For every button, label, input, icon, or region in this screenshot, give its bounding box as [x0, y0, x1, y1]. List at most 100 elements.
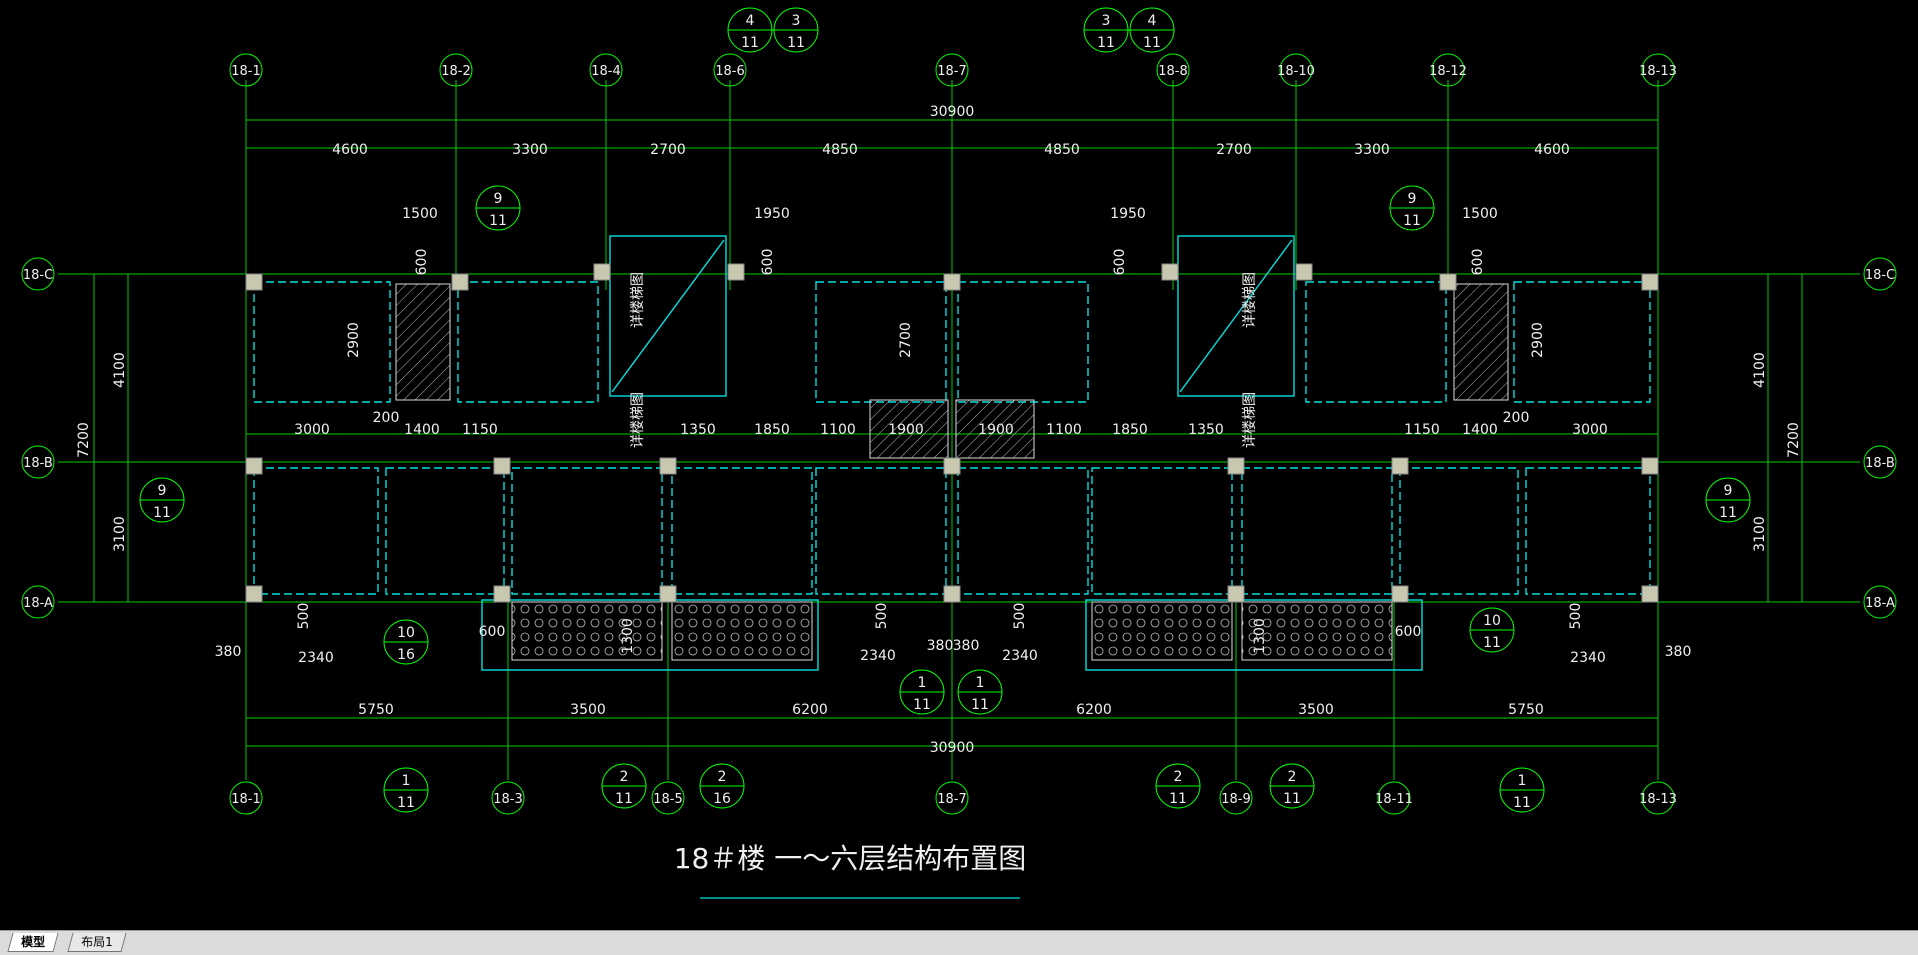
mid-dim: 1400 — [404, 422, 440, 438]
vertical-dims: 7200 4100 3100 7200 4100 3100 2900 2700 … — [76, 249, 1802, 654]
callout-sheet: 11 — [1097, 35, 1115, 51]
stair-label: 详楼梯图 — [630, 272, 646, 328]
small-dim: 600 — [1395, 624, 1422, 640]
mid-dim: 3000 — [294, 422, 330, 438]
axis-label: 18-13 — [1639, 64, 1677, 79]
callout-number: 1 — [976, 675, 985, 691]
callout-number: 9 — [1408, 191, 1417, 207]
tab-model[interactable]: 模型 — [7, 933, 59, 952]
callout-number: 2 — [1288, 769, 1297, 785]
mid-dim: 1900 — [888, 422, 924, 438]
dim-text: 4600 — [1534, 142, 1570, 158]
callout-sheet: 16 — [713, 791, 731, 807]
axis-label: 18-C — [1865, 268, 1895, 283]
callout-sheet: 16 — [397, 647, 415, 663]
dim-text: 6200 — [792, 702, 828, 718]
axis-label: 18-B — [1865, 456, 1895, 471]
dim-text: 6200 — [1076, 702, 1112, 718]
callout-number: 1 — [918, 675, 927, 691]
mid-dim: 1850 — [754, 422, 790, 438]
mid-dim: 1100 — [1046, 422, 1082, 438]
axis-label: 18-10 — [1277, 64, 1315, 79]
drawing-canvas[interactable]: 18-1 18-2 18-4 18-6 18-7 18-8 18-10 18-1… — [0, 0, 1918, 930]
axis-label: 18-2 — [441, 64, 471, 79]
mid-dim: 1150 — [462, 422, 498, 438]
callout-sheet: 11 — [397, 795, 415, 811]
right-total-dim: 7200 — [1786, 422, 1802, 458]
tab-layout1[interactable]: 布局1 — [67, 933, 127, 952]
bay-dim: 1950 — [754, 206, 790, 222]
axis-label: 18-5 — [653, 792, 683, 807]
callout-number: 9 — [158, 483, 167, 499]
axis-label: 18-7 — [937, 792, 967, 807]
callout-number: 4 — [746, 13, 755, 29]
axis-label: 18-4 — [591, 64, 621, 79]
axis-label: 18-C — [23, 268, 53, 283]
mid-dim: 1350 — [680, 422, 716, 438]
callout-circles — [139, 7, 1751, 813]
overall-dim-bottom: 30900 — [930, 740, 975, 756]
dim-text: 3500 — [1298, 702, 1334, 718]
mid-dim: 3000 — [1572, 422, 1608, 438]
callout-number: 1 — [402, 773, 411, 789]
bay-dim: 1500 — [1462, 206, 1498, 222]
drawing-title: 18＃楼 一～六层结构布置图 — [674, 842, 1027, 875]
callout-number: 10 — [1483, 613, 1501, 629]
callout-sheet: 11 — [615, 791, 633, 807]
beam-outlines — [253, 281, 1651, 595]
small-dim: 380 — [1665, 644, 1692, 660]
callout-sheet: 11 — [1283, 791, 1301, 807]
callout-sheet: 11 — [913, 697, 931, 713]
small-dim: 1300 — [620, 618, 636, 654]
axis-label: 18-1 — [231, 64, 261, 79]
small-dim: 2340 — [860, 648, 896, 664]
bottom-axis-labels: 18-1 18-3 18-5 18-7 18-9 18-11 18-13 — [231, 792, 1677, 807]
left-total-dim: 7200 — [76, 422, 92, 458]
callout-number: 1 — [1518, 773, 1527, 789]
small-dim: 600 — [479, 624, 506, 640]
mid-dim: 1850 — [1112, 422, 1148, 438]
dim-text: 4600 — [332, 142, 368, 158]
hatched-regions — [395, 283, 1509, 661]
axis-label: 18-1 — [231, 792, 261, 807]
small-dim: 380 — [927, 638, 954, 654]
callout-sheet: 11 — [489, 213, 507, 229]
axis-label: 18-B — [23, 456, 53, 471]
dim-text: 3300 — [1354, 142, 1390, 158]
small-dim: 1300 — [1252, 618, 1268, 654]
small-dim: 600 — [414, 249, 430, 276]
callout-number: 4 — [1148, 13, 1157, 29]
small-dim: 2340 — [1570, 650, 1606, 666]
bay-dim: 1950 — [1110, 206, 1146, 222]
small-dim: 380 — [953, 638, 980, 654]
callout-number: 9 — [1724, 483, 1733, 499]
axis-label: 18-8 — [1158, 64, 1188, 79]
axis-label: 18-9 — [1221, 792, 1251, 807]
mid-dim: 1100 — [820, 422, 856, 438]
axis-label: 18-3 — [493, 792, 523, 807]
axis-label: 18-A — [1865, 596, 1895, 611]
callout-sheet: 11 — [1143, 35, 1161, 51]
left-upper-dim: 4100 — [112, 352, 128, 388]
dim-text: 3300 — [512, 142, 548, 158]
callout-number: 2 — [718, 769, 727, 785]
callout-sheet: 11 — [787, 35, 805, 51]
small-dim: 500 — [1568, 603, 1584, 630]
callout-sheet: 11 — [153, 505, 171, 521]
small-dim: 2900 — [346, 322, 362, 358]
dim-text: 5750 — [358, 702, 394, 718]
mid-dim: 1900 — [978, 422, 1014, 438]
small-dim: 380 — [215, 644, 242, 660]
stair-label: 详楼梯图 — [1242, 392, 1258, 448]
top-axis-bubbles — [21, 53, 1897, 815]
top-axis-labels: 18-1 18-2 18-4 18-6 18-7 18-8 18-10 18-1… — [231, 64, 1677, 79]
right-upper-dim: 4100 — [1752, 352, 1768, 388]
small-dim: 500 — [874, 603, 890, 630]
wall-outlines — [481, 235, 1423, 671]
mid-dim: 200 — [373, 410, 400, 426]
overall-dim-top: 30900 — [930, 104, 975, 120]
axis-label: 18-13 — [1639, 792, 1677, 807]
dim-text: 4850 — [822, 142, 858, 158]
mid-dim: 1350 — [1188, 422, 1224, 438]
callout-sheet: 11 — [741, 35, 759, 51]
